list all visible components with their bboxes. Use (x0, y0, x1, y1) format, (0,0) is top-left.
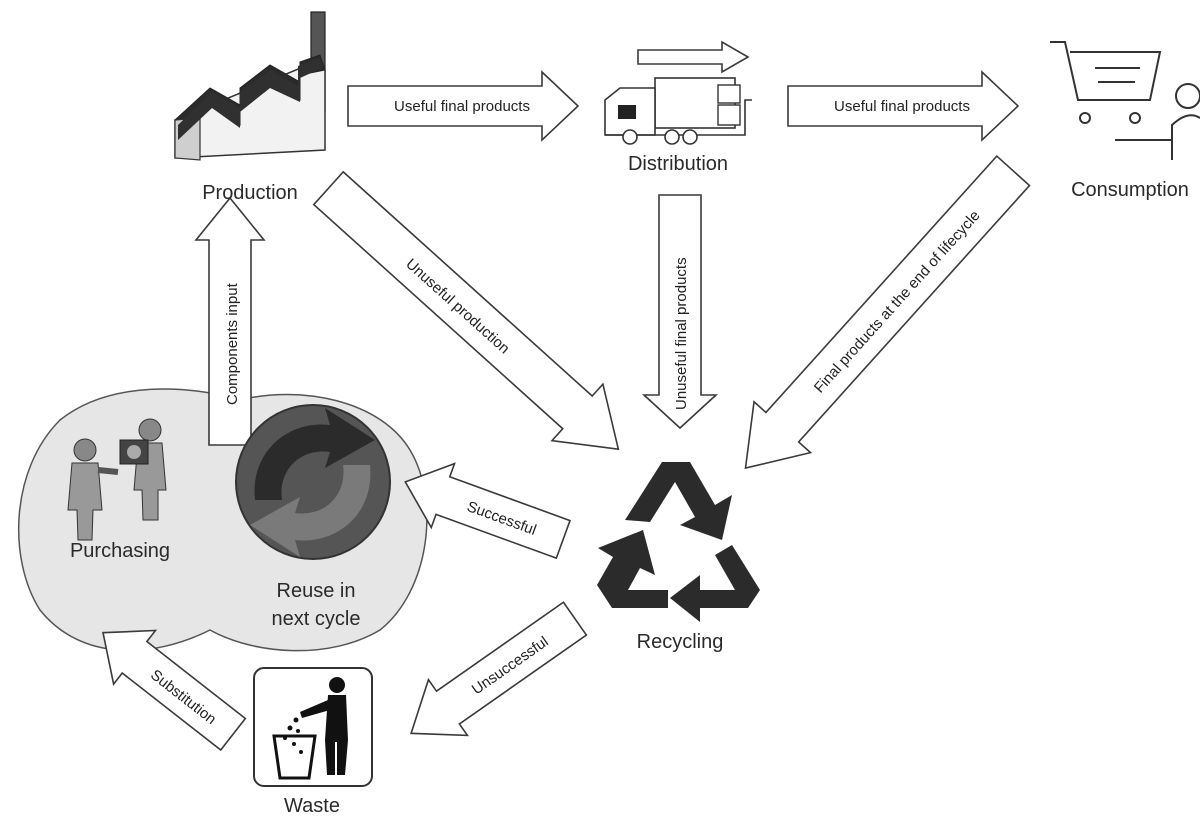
arrow-label-distribution-consumption: Useful final products (834, 98, 970, 115)
arrow-distribution-to-recycling: Unuseful final products (641, 194, 719, 430)
reuse-label-line2: next cycle (272, 608, 361, 630)
factory-icon (174, 11, 326, 161)
purchasing-label: Purchasing (70, 540, 170, 562)
arrow-distribution-to-consumption: Useful final products (787, 70, 1020, 142)
recycling-label: Recycling (637, 631, 724, 653)
truck-icon (604, 40, 752, 145)
distribution-label: Distribution (628, 153, 728, 175)
arrow-consumption-to-recycling: Final products at the end of lifecycle (744, 154, 1031, 470)
reuse-label-line1: Reuse in (277, 580, 356, 602)
arrow-label-components-input: Components input (224, 282, 241, 405)
arrow-recycling-to-waste: Unsuccessful (409, 601, 588, 737)
arrow-label-end-of-lifecycle: Final products at the end of lifecycle (811, 207, 984, 396)
arrow-label-unuseful-final: Unuseful final products (673, 257, 690, 410)
arrow-label-production-distribution: Useful final products (394, 98, 530, 115)
shopping-cart-icon (1050, 41, 1200, 160)
people-handshake-icon (67, 418, 167, 541)
arrow-label-unuseful-production: Unuseful production (402, 255, 513, 357)
green-dot-icon (235, 404, 391, 560)
trash-bin-icon (253, 667, 373, 787)
consumption-label: Consumption (1071, 179, 1189, 201)
arrow-components-input: Components input (194, 196, 266, 446)
waste-label: Waste (284, 795, 340, 817)
arrow-production-to-distribution: Useful final products (347, 70, 580, 142)
production-label: Production (202, 182, 298, 204)
recycle-icon (597, 462, 760, 622)
